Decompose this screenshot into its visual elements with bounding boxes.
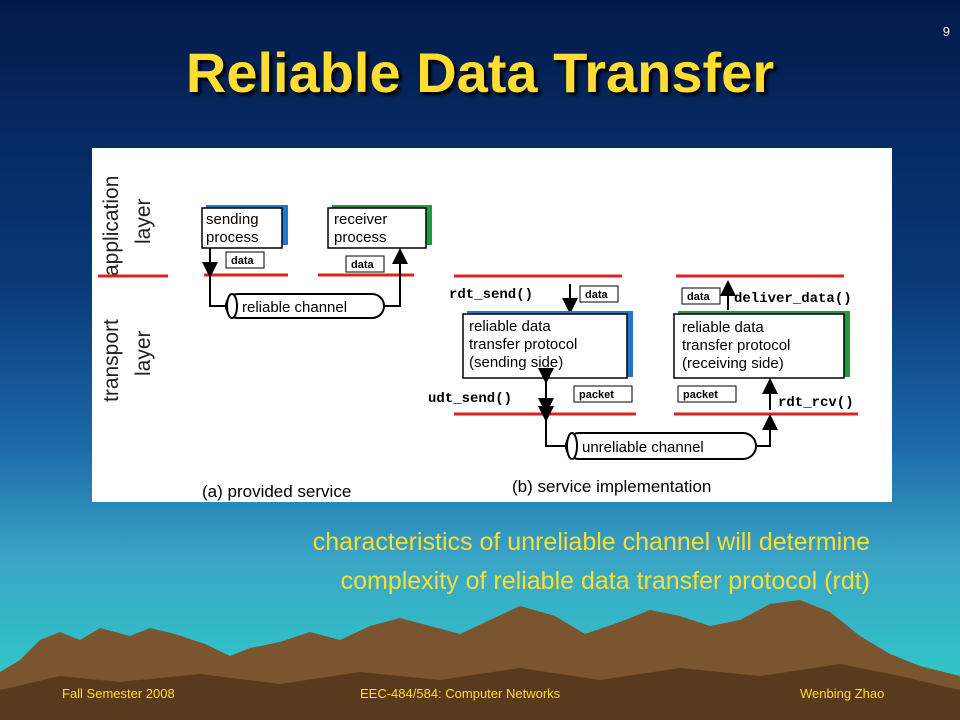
packet-tag-send-label: packet bbox=[579, 389, 614, 401]
footer-author: Wenbing Zhao bbox=[800, 686, 885, 701]
data-tag-b-recv-label: data bbox=[687, 291, 711, 303]
data-tag-b-send-label: data bbox=[585, 289, 609, 301]
send-protocol-box bbox=[462, 313, 628, 379]
footer-semester: Fall Semester 2008 bbox=[62, 686, 175, 701]
receiver-process-label-2: process bbox=[334, 229, 387, 246]
rdt-diagram: application layer transport layer sendin… bbox=[92, 148, 892, 502]
send-protocol-label: reliable data bbox=[469, 318, 551, 335]
packet-tag-recv bbox=[677, 385, 737, 403]
layer-application-label-2: layer bbox=[132, 198, 155, 244]
recv-protocol-label: reliable data bbox=[682, 319, 764, 336]
reliable-channel-cap bbox=[226, 293, 238, 319]
caption-line-2: complexity of reliable data transfer pro… bbox=[340, 567, 870, 595]
caption-b: (b) service implementation bbox=[512, 477, 711, 496]
deliver-data-label: deliver_data() bbox=[734, 291, 852, 307]
layer-application-label: application bbox=[100, 176, 123, 276]
receiver-process-label: receiver bbox=[334, 211, 387, 228]
unreliable-channel-cap bbox=[566, 432, 578, 460]
layer-transport-label-2: layer bbox=[132, 330, 155, 376]
slide-title: Reliable Data Transfer bbox=[185, 41, 775, 104]
sending-process-box bbox=[201, 207, 283, 249]
udt-send-label: udt_send() bbox=[428, 391, 512, 407]
channel-path-a bbox=[209, 276, 226, 307]
data-tag-recv-label: data bbox=[351, 259, 375, 271]
data-tag-send-label: data bbox=[231, 255, 255, 267]
send-protocol-label-3: (sending side) bbox=[469, 354, 563, 371]
data-tag-send bbox=[225, 251, 265, 269]
packet-tag-recv-label: packet bbox=[683, 389, 718, 401]
unreliable-path-right bbox=[752, 414, 778, 447]
rdt-send-label: rdt_send() bbox=[449, 287, 533, 303]
packet-tag-send bbox=[573, 385, 633, 403]
rdt-rcv-label: rdt_rcv() bbox=[778, 395, 854, 411]
recv-protocol-label-2: transfer protocol bbox=[682, 337, 790, 354]
sending-process-label: sending bbox=[206, 211, 259, 228]
reliable-channel-label: reliable channel bbox=[242, 299, 347, 316]
channel-path-a2 bbox=[384, 248, 408, 307]
caption-a: (a) provided service bbox=[202, 482, 351, 501]
recv-protocol-label-3: (receiving side) bbox=[682, 355, 784, 372]
data-tag-b-send bbox=[579, 285, 619, 303]
caption-line-1: characteristics of unreliable channel wi… bbox=[312, 528, 870, 556]
data-tag-b-recv bbox=[681, 287, 721, 305]
receiver-process-box bbox=[327, 207, 427, 249]
send-protocol-label-2: transfer protocol bbox=[469, 336, 577, 353]
recv-protocol-box bbox=[673, 313, 845, 379]
sending-process-label-2: process bbox=[206, 229, 259, 246]
slide-number: 9 bbox=[942, 24, 950, 39]
layer-transport-label: transport bbox=[100, 319, 123, 402]
unreliable-channel-label: unreliable channel bbox=[582, 439, 704, 456]
mountain-shadow bbox=[0, 664, 960, 720]
data-tag-recv bbox=[345, 255, 385, 273]
unreliable-path-left bbox=[538, 406, 570, 447]
footer-course: EEC-484/584: Computer Networks bbox=[360, 686, 561, 701]
